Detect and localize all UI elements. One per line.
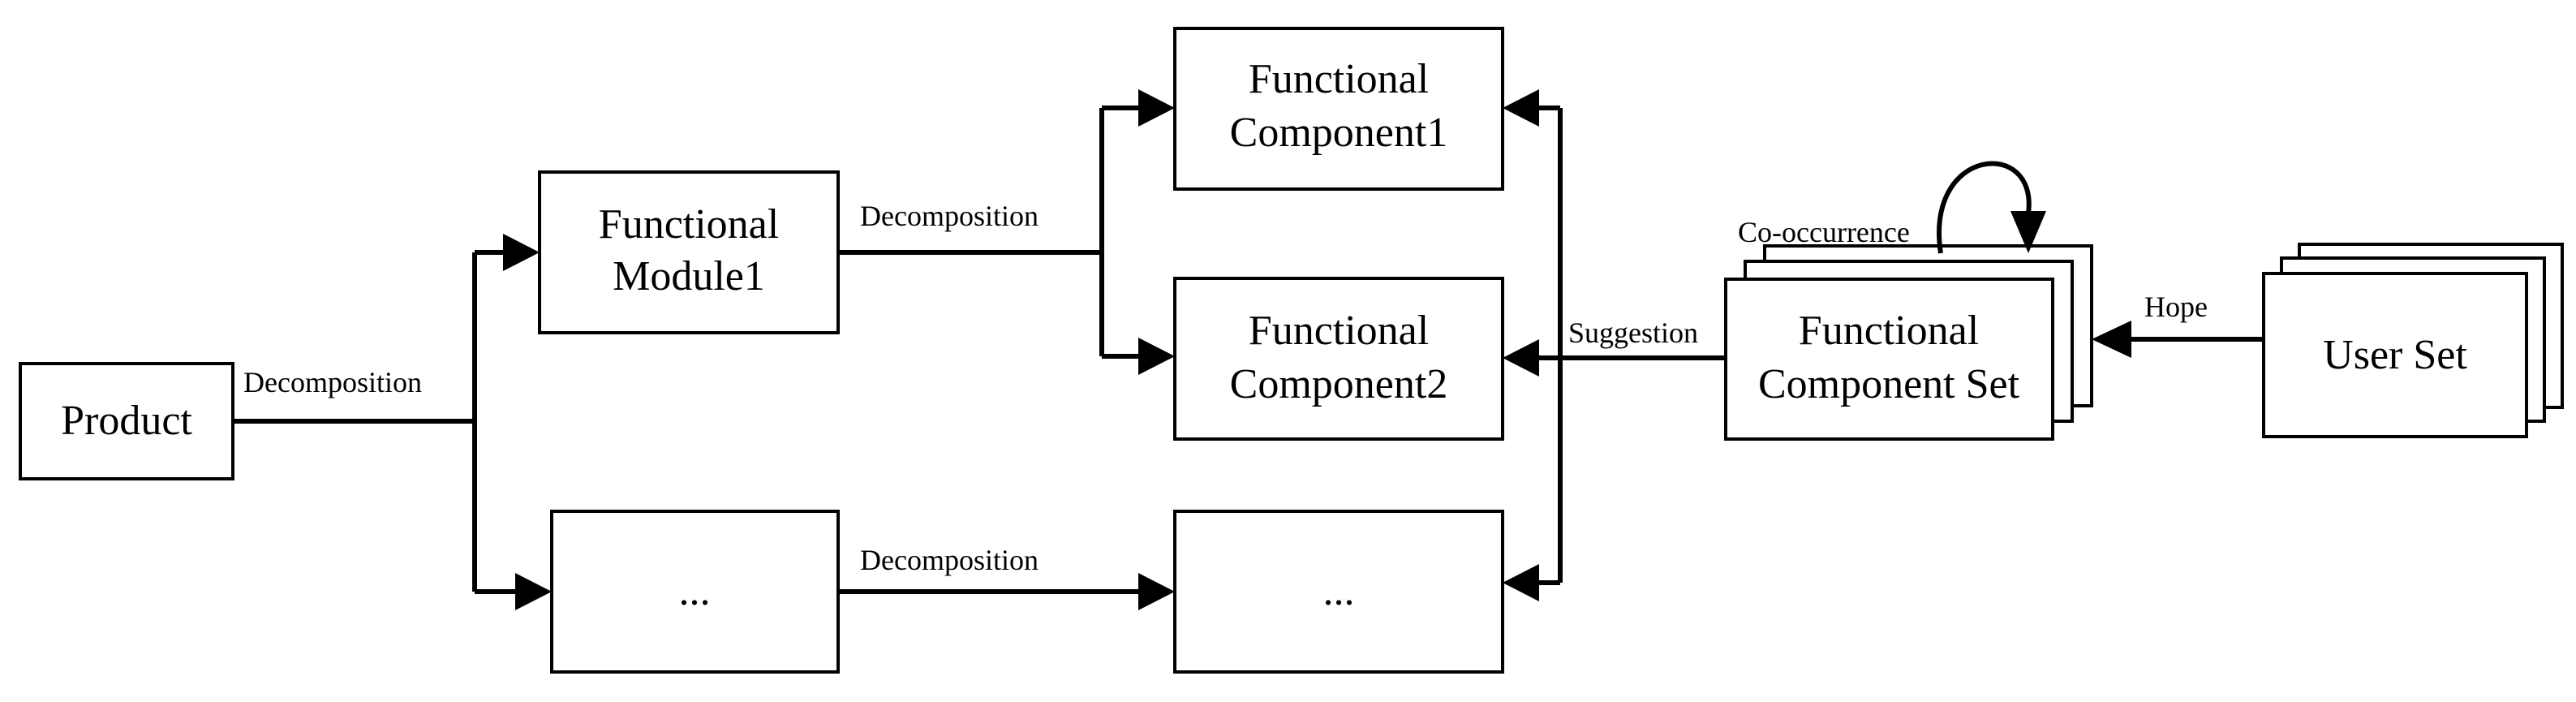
arrow-to-component1: [1138, 89, 1175, 127]
component-set-label-line2: Component Set: [1758, 361, 2020, 407]
arrow-to-component2: [1138, 338, 1175, 375]
arrow-to-component-etc: [1138, 573, 1175, 610]
module-etc-decomposition-label: Decomposition: [860, 544, 1039, 576]
stack-card-front: [1724, 278, 2054, 441]
functional-component2-node: Functional Component2: [1173, 277, 1504, 441]
functional-module1-node: Functional Module1: [538, 170, 840, 334]
product-node: Product: [19, 362, 234, 480]
module-ellipsis-node: ...: [550, 510, 840, 674]
arrow-suggest-component1: [1503, 89, 1539, 127]
arrow-suggest-component2: [1503, 339, 1539, 377]
product-decomposition-edge: Decomposition: [233, 234, 552, 610]
arrow-to-module-etc: [515, 573, 552, 610]
module1-label-line2: Module1: [613, 253, 765, 299]
suggestion-edge: Suggestion: [1503, 89, 1726, 601]
product-label: Product: [61, 398, 192, 444]
hope-arrowhead: [2092, 321, 2131, 358]
component-ellipsis-node: ...: [1173, 510, 1504, 674]
user-stack-front: [2262, 272, 2528, 438]
module1-label-line1: Functional: [599, 201, 779, 248]
module-etc-decomposition-edge: Decomposition: [838, 544, 1175, 610]
hope-label: Hope: [2144, 291, 2208, 323]
user-set-label: User Set: [2323, 332, 2467, 378]
module1-decomposition-edge: Decomposition: [838, 89, 1175, 375]
arrow-suggest-component-etc: [1503, 564, 1539, 601]
component2-label-line2: Component2: [1230, 361, 1448, 407]
suggestion-label: Suggestion: [1568, 317, 1698, 349]
co-occurrence-label: Co-occurrence: [1738, 216, 1910, 248]
component-set-label-line1: Functional: [1799, 308, 1979, 354]
functional-component-set-node: Functional Component Set: [1724, 244, 2093, 441]
module1-decomposition-label: Decomposition: [860, 200, 1039, 232]
hope-edge: Hope: [2092, 291, 2264, 358]
component1-label-line1: Functional: [1249, 56, 1429, 102]
component1-label-line2: Component1: [1230, 110, 1448, 156]
module-ellipsis-label: ...: [679, 568, 711, 614]
co-occurrence-loop: Co-occurrence: [1738, 161, 2046, 254]
functional-component1-node: Functional Component1: [1173, 27, 1504, 191]
component2-label-line1: Functional: [1249, 308, 1429, 354]
co-occurrence-arrowhead: [2010, 211, 2046, 253]
product-decomposition-label: Decomposition: [243, 366, 422, 398]
arrow-to-module1: [503, 234, 540, 271]
user-set-node: User Set: [2262, 243, 2564, 438]
component-ellipsis-label: ...: [1323, 568, 1355, 614]
